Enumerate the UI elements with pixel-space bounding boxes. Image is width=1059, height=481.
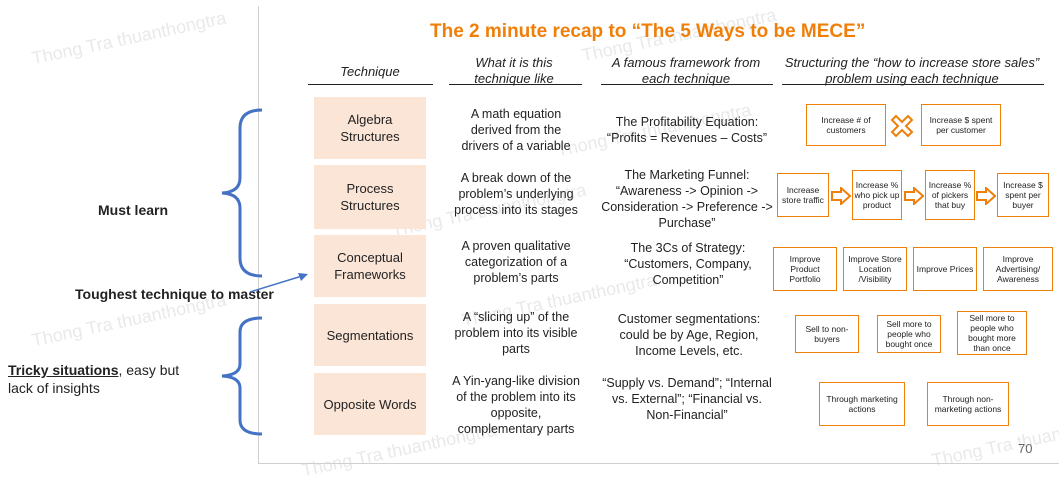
arrow-right-icon xyxy=(831,187,851,205)
technique-cell: Opposite Words xyxy=(314,373,426,435)
cross-icon xyxy=(890,114,914,138)
header-structuring: Structuring the “how to increase store s… xyxy=(784,55,1040,86)
technique-label: Algebra Structures xyxy=(340,112,400,144)
structure-box: Sell to non-buyers xyxy=(795,315,859,353)
technique-cell: Algebra Structures xyxy=(314,97,426,159)
toughest-note: Toughest technique to master xyxy=(75,286,274,302)
header-what: What it is this technique like xyxy=(474,55,554,86)
framework-cell: The Marketing Funnel: “Awareness -> Opin… xyxy=(601,168,773,230)
curly-bracket-icon xyxy=(221,108,263,278)
slide-title: The 2 minute recap to “The 5 Ways to be … xyxy=(430,21,866,42)
what-cell: A break down of the problem’s underlying… xyxy=(454,171,578,217)
watermark: Thong Tra thuanthongtra xyxy=(29,7,228,69)
structure-box: Sell more to people who bought more than… xyxy=(957,311,1027,355)
what-cell: A Yin-yang-like division of the problem … xyxy=(452,374,580,436)
structure-box: Improve Advertising/ Awareness xyxy=(983,247,1053,291)
tricky-note: Tricky situations, easy but xyxy=(8,362,179,378)
structure-box: Through non-marketing actions xyxy=(927,382,1009,426)
structure-box: Improve Product Portfolio xyxy=(773,247,837,291)
framework-cell: Customer segmentations: could be by Age,… xyxy=(617,312,761,358)
technique-label: Process Structures xyxy=(340,181,400,213)
header-underline xyxy=(601,84,773,85)
curly-bracket-icon xyxy=(221,316,263,436)
what-cell: A “slicing up” of the problem into its v… xyxy=(454,310,578,356)
tricky-note-line2: lack of insights xyxy=(8,380,100,396)
structure-box: Increase store traffic xyxy=(777,173,829,217)
header-technique: Technique xyxy=(340,64,400,79)
structure-box: Increase # of customers xyxy=(806,104,886,146)
arrow-right-icon xyxy=(904,187,924,205)
framework-cell: The 3Cs of Strategy: “Customers, Company… xyxy=(624,241,752,287)
technique-cell: Segmentations xyxy=(314,304,426,366)
framework-cell: “Supply vs. Demand”; “Internal vs. Exter… xyxy=(602,376,772,422)
structure-box: Improve Store Location /Visibility xyxy=(843,247,907,291)
structure-box: Through marketing actions xyxy=(819,382,905,426)
framework-cell: The Profitability Equation: “Profits = R… xyxy=(606,115,768,145)
structure-box: Sell more to people who bought once xyxy=(877,315,941,353)
technique-cell: Process Structures xyxy=(314,165,426,229)
page-number: 70 xyxy=(1018,441,1033,456)
tricky-underlined-text: Tricky situations xyxy=(8,362,119,378)
header-underline xyxy=(449,84,582,85)
structure-box: Increase % of pickers that buy xyxy=(925,170,975,220)
what-cell: A proven qualitative categorization of a… xyxy=(461,239,571,285)
technique-cell: Conceptual Frameworks xyxy=(314,235,426,297)
arrow-right-icon xyxy=(976,187,996,205)
what-cell: A math equation derived from the drivers… xyxy=(461,107,571,153)
technique-label: Opposite Words xyxy=(323,396,417,412)
header-underline xyxy=(308,84,433,85)
structure-box: Increase $ spent per buyer xyxy=(997,173,1049,217)
structure-box: Increase % who pick up product xyxy=(852,170,902,220)
technique-label: Segmentations xyxy=(326,327,414,343)
technique-label: Conceptual Frameworks xyxy=(334,250,406,282)
must-learn-note: Must learn xyxy=(98,202,169,218)
structure-box: Increase $ spent per customer xyxy=(921,104,1001,146)
header-framework: A famous framework from each technique xyxy=(611,55,761,86)
header-underline xyxy=(782,84,1044,85)
slide-frame xyxy=(258,6,1059,464)
structure-box: Improve Prices xyxy=(913,247,977,291)
pointer-arrow-icon xyxy=(249,273,308,293)
tricky-rest-text: , easy but xyxy=(118,362,180,378)
